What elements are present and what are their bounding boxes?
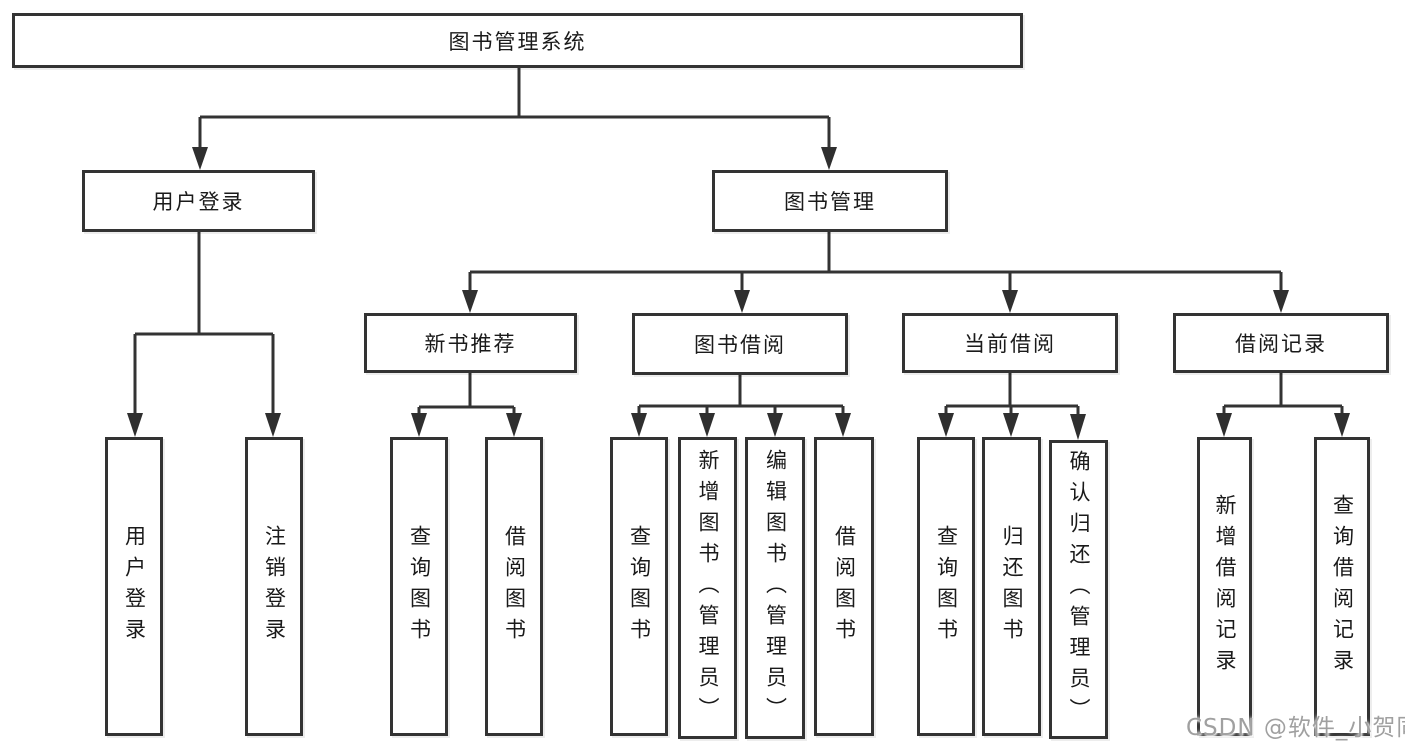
leaf-search-books-current: 查询图书 xyxy=(917,437,975,736)
leaf-label: 查询图书 xyxy=(934,524,959,649)
node-label: 图书管理系统 xyxy=(448,29,587,54)
leaf-edit-book-admin: 编辑图书（管理员） xyxy=(745,437,805,739)
leaf-label: 编辑图书（管理员） xyxy=(763,448,788,728)
leaf-label: 查询图书 xyxy=(627,524,652,649)
leaf-label: 注销登录 xyxy=(262,524,287,649)
leaf-user-login: 用户登录 xyxy=(105,437,163,736)
leaf-return-book: 归还图书 xyxy=(982,437,1041,736)
leaf-confirm-return-admin: 确认归还（管理员） xyxy=(1049,440,1108,739)
leaf-borrow-books-recommend: 借阅图书 xyxy=(485,437,543,736)
node-current-borrow: 当前借阅 xyxy=(902,313,1118,373)
leaf-label: 新增借阅记录 xyxy=(1213,493,1237,680)
node-borrow-records: 借阅记录 xyxy=(1173,313,1389,373)
node-library-management-system: 图书管理系统 xyxy=(12,13,1023,68)
leaf-label: 查询借阅记录 xyxy=(1330,493,1355,680)
leaf-logout: 注销登录 xyxy=(245,437,303,736)
node-label: 图书借阅 xyxy=(694,333,786,357)
node-book-borrow: 图书借阅 xyxy=(632,313,848,375)
leaf-label: 借阅图书 xyxy=(832,524,857,649)
leaf-label: 归还图书 xyxy=(1000,524,1024,649)
node-label: 图书管理 xyxy=(784,190,876,214)
leaf-label: 查询图书 xyxy=(407,524,432,649)
leaf-borrow-books: 借阅图书 xyxy=(814,437,874,736)
node-new-book-recommend: 新书推荐 xyxy=(364,313,577,373)
leaf-label: 新增图书（管理员） xyxy=(696,448,720,728)
node-user-login: 用户登录 xyxy=(82,170,315,232)
leaf-add-book-admin: 新增图书（管理员） xyxy=(678,437,737,739)
node-book-management: 图书管理 xyxy=(712,170,948,232)
leaf-search-books-recommend: 查询图书 xyxy=(390,437,448,736)
node-label: 用户登录 xyxy=(152,190,245,214)
leaf-add-borrow-record: 新增借阅记录 xyxy=(1197,437,1252,736)
leaf-search-books-borrow: 查询图书 xyxy=(610,437,668,736)
leaf-label: 确认归还（管理员） xyxy=(1067,450,1091,729)
node-label: 当前借阅 xyxy=(964,332,1056,356)
leaf-search-borrow-record: 查询借阅记录 xyxy=(1314,437,1370,736)
leaf-label: 借阅图书 xyxy=(502,524,527,649)
leaf-label: 用户登录 xyxy=(122,524,147,649)
node-label: 借阅记录 xyxy=(1235,332,1327,356)
node-label: 新书推荐 xyxy=(424,332,517,356)
csdn-watermark: CSDN @软件_小贺同学 xyxy=(1186,715,1405,741)
